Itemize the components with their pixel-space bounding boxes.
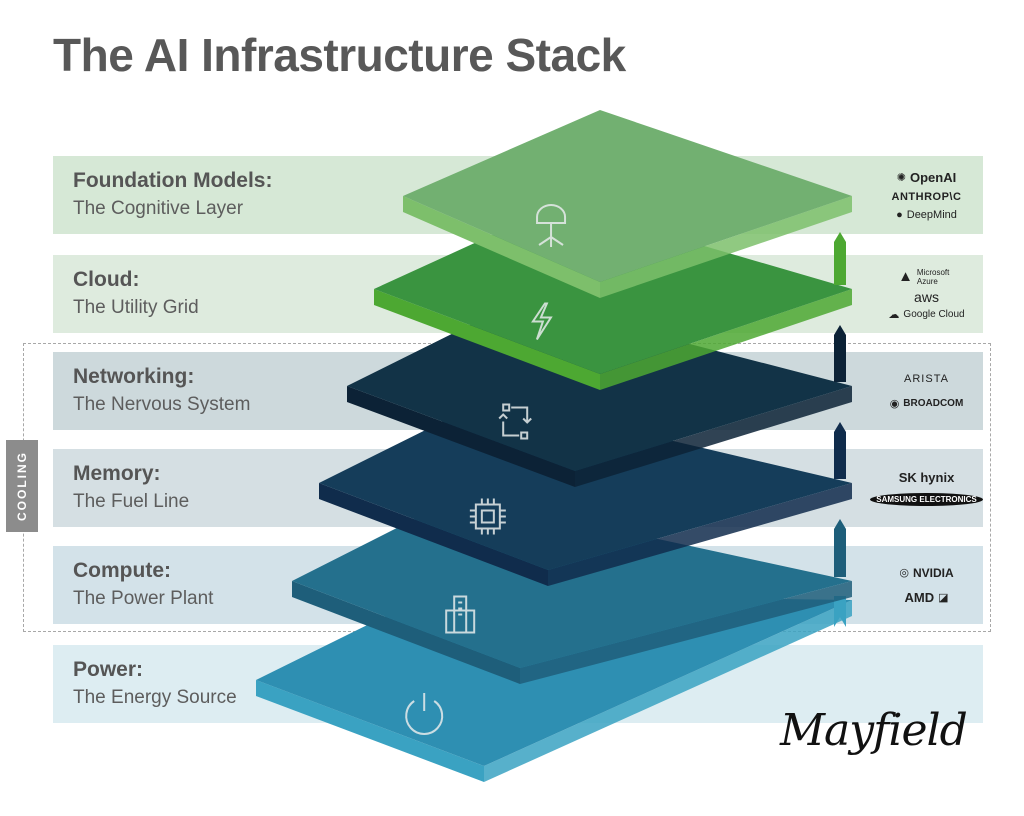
plate-left-side xyxy=(403,196,600,298)
vendor-logos: SK hynix SAMSUNG ELECTRONICS xyxy=(870,449,983,527)
azure-logo: ▲Microsoft Azure xyxy=(898,267,950,286)
arista-logo: ARISTA xyxy=(904,372,949,385)
chip-icon xyxy=(469,498,506,535)
plate-left-side xyxy=(292,581,520,684)
deepmind-logo: ●DeepMind xyxy=(896,208,957,221)
page-title: The AI Infrastructure Stack xyxy=(53,29,626,81)
layer-desc: The Energy Source xyxy=(73,687,237,708)
plate-right-side xyxy=(484,600,852,782)
plate-left-side xyxy=(319,483,548,586)
cloud-icon: ☁ xyxy=(888,308,900,321)
sk-hynix-logo: SK hynix xyxy=(898,470,955,485)
plate-left-side xyxy=(256,680,484,782)
layer-name: Foundation Models: xyxy=(73,169,273,192)
amd-logo: AMD◪ xyxy=(904,589,949,605)
vendor-logos: ◎NVIDIA AMD◪ xyxy=(870,546,983,624)
plate-right-side xyxy=(575,386,852,487)
layer-name: Memory: xyxy=(73,462,161,485)
plate-left-side xyxy=(374,289,600,390)
mayfield-logo: Mayfield xyxy=(780,705,968,756)
broadcom-logo: ◉BROADCOM xyxy=(889,397,964,410)
plate-top xyxy=(403,110,852,282)
nvidia-icon: ◎ xyxy=(899,567,909,579)
stack-plate-0 xyxy=(403,110,852,298)
amd-icon: ◪ xyxy=(938,591,949,604)
network-arrows-icon xyxy=(498,403,532,440)
plate-left-side xyxy=(347,386,575,487)
connector-arrow xyxy=(834,232,846,285)
plate-right-side xyxy=(548,483,852,586)
layer-desc: The Nervous System xyxy=(73,394,251,415)
layer-desc: The Cognitive Layer xyxy=(73,198,244,219)
layer-name: Cloud: xyxy=(73,268,140,291)
layer-desc: The Fuel Line xyxy=(73,491,190,512)
building-icon xyxy=(445,595,476,634)
azure-icon: ▲ xyxy=(898,268,913,285)
google-cloud-logo: ☁Google Cloud xyxy=(888,308,965,321)
anthropic-logo: ANTHROP\C xyxy=(891,190,962,203)
layer-desc: The Utility Grid xyxy=(73,297,199,318)
layer-name: Networking: xyxy=(73,365,195,388)
cooling-tag: COOLING xyxy=(6,440,38,532)
power-icon xyxy=(405,693,444,735)
samsung-logo: SAMSUNG ELECTRONICS xyxy=(870,493,983,506)
openai-icon: ✺ xyxy=(896,171,906,184)
layer-desc: The Power Plant xyxy=(73,588,214,609)
layer-name: Compute: xyxy=(73,559,171,582)
broadcom-icon: ◉ xyxy=(889,397,900,410)
plate-right-side xyxy=(520,581,852,684)
aws-logo: aws xyxy=(914,288,939,305)
connector-arrow xyxy=(834,325,846,382)
vendor-logos: ▲Microsoft Azure aws ☁Google Cloud xyxy=(870,255,983,333)
deepmind-icon: ● xyxy=(896,208,903,221)
connector-arrow xyxy=(834,422,846,479)
connector-arrow xyxy=(834,596,846,627)
plate-right-side xyxy=(600,289,852,390)
plate-right-side xyxy=(600,196,852,298)
openai-logo: ✺OpenAI xyxy=(896,169,957,185)
brain-circuit-icon xyxy=(536,204,567,247)
lightning-icon xyxy=(531,302,553,341)
nvidia-logo: ◎NVIDIA xyxy=(899,565,954,580)
layer-name: Power: xyxy=(73,658,144,681)
vendor-logos: ✺OpenAI ANTHROP\C ●DeepMind xyxy=(870,156,983,234)
vendor-logos: ARISTA ◉BROADCOM xyxy=(870,352,983,430)
connector-arrow xyxy=(834,519,846,577)
